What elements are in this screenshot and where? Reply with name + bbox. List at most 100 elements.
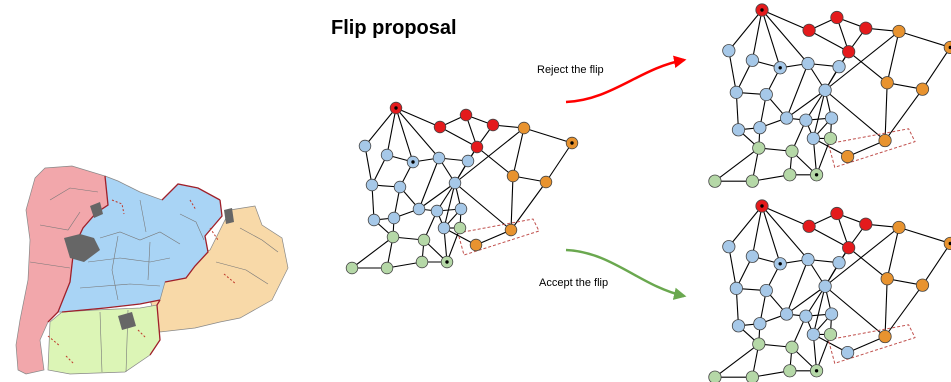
accepted-graph-node-marker xyxy=(814,369,819,373)
rejected-graph-edge xyxy=(751,9,763,61)
center-graph-node xyxy=(517,121,531,135)
district-map xyxy=(15,165,289,375)
accepted-graph-node-marker xyxy=(778,262,782,266)
accepted-graph-node xyxy=(859,217,873,231)
center-graph-edge xyxy=(364,145,373,186)
rejected-graph-node xyxy=(824,111,839,125)
center-graph-node xyxy=(365,178,379,192)
page-title: Flip proposal xyxy=(331,17,457,39)
reject-label: Reject the flip xyxy=(537,64,604,76)
accepted-graph-node xyxy=(824,307,839,321)
center-graph-node xyxy=(461,154,475,168)
accepted-graph-edge xyxy=(824,285,886,337)
accepted-graph-node xyxy=(842,241,856,255)
accepted-graph-node xyxy=(799,309,813,323)
rejected-graph-node xyxy=(729,85,743,99)
accepted-graph-edge xyxy=(824,226,900,287)
center-graph-node xyxy=(415,255,429,269)
center-graph-node xyxy=(358,139,372,153)
rejected-graph-node xyxy=(802,23,816,37)
rejected-graph-edge xyxy=(761,9,810,31)
rejected-graph-edge xyxy=(728,9,763,52)
accepted-graph-edge xyxy=(786,285,826,315)
rejected-graph-node xyxy=(783,168,797,182)
center-graph-node xyxy=(470,140,484,154)
center-graph-node xyxy=(417,233,431,247)
rejected-graph-node xyxy=(823,131,838,145)
accepted-graph-edge xyxy=(761,205,809,260)
rejected-graph-edge xyxy=(898,30,951,48)
center-graph-node xyxy=(486,118,500,132)
accepted-graph-node xyxy=(832,256,846,270)
rejected-graph-edge xyxy=(786,63,809,119)
accepted-graph-node xyxy=(806,327,820,341)
center-graph-node xyxy=(453,221,467,235)
center-graph-node xyxy=(345,261,359,275)
rejected-graph-edge xyxy=(922,47,951,90)
center-graph-edge xyxy=(418,182,456,210)
dual-graph-center xyxy=(345,101,579,275)
map-region-tan xyxy=(149,205,289,333)
center-graph-node xyxy=(386,230,400,244)
accepted-graph-node xyxy=(745,370,759,382)
accepted-graph-edge xyxy=(786,259,809,315)
center-graph-node xyxy=(454,202,468,216)
center-graph-node xyxy=(430,204,444,218)
rejected-graph-edge xyxy=(761,9,809,64)
center-graph-flip-box xyxy=(457,218,540,256)
rejected-graph-node xyxy=(842,45,856,59)
accepted-graph-edge xyxy=(761,205,810,227)
rejected-graph-edge xyxy=(884,88,923,141)
rejected-graph-node xyxy=(943,40,951,55)
accepted-graph-node xyxy=(818,279,832,293)
center-graph-edge xyxy=(364,107,397,147)
accepted-graph-edge xyxy=(884,278,888,337)
rejected-graph-edge xyxy=(824,89,886,141)
accepted-graph-edge xyxy=(847,336,886,354)
accepted-graph-node-marker xyxy=(760,204,764,208)
accepted-graph-node xyxy=(802,219,816,233)
rejected-graph-node xyxy=(722,44,736,58)
accepted-graph-node xyxy=(841,346,855,360)
rejected-graph-node xyxy=(915,82,930,96)
precinct-lines xyxy=(29,187,279,373)
accepted-graph-edge xyxy=(812,286,826,335)
rejected-graph-node xyxy=(759,87,773,102)
accepted-graph-edge xyxy=(898,226,951,244)
accepted-graph-flip-box xyxy=(827,324,916,364)
center-graph-edge xyxy=(510,181,547,231)
rejected-graph-node xyxy=(880,76,894,90)
rejected-graph-node xyxy=(752,141,766,155)
accepted-graph-edge xyxy=(922,243,951,286)
accepted-graph-edge xyxy=(751,205,763,257)
center-graph-node-marker xyxy=(394,106,398,110)
accepted-graph-node xyxy=(759,283,773,298)
rejected-graph-node xyxy=(818,83,832,97)
map-gray-patches xyxy=(64,202,234,330)
accept-arrow xyxy=(565,248,687,300)
center-graph-edge xyxy=(476,146,514,177)
rejected-graph-node-marker xyxy=(760,8,764,12)
center-graph-edge xyxy=(443,182,456,229)
rejected-graph-node xyxy=(878,133,892,148)
center-graph-node xyxy=(448,176,462,190)
center-graph-node xyxy=(539,175,553,189)
rejected-graph-node-marker xyxy=(948,45,951,50)
accepted-graph-edge xyxy=(714,343,760,378)
center-graph-edge xyxy=(395,107,414,163)
rejected-graph-edge xyxy=(786,89,826,119)
center-graph-node xyxy=(387,211,401,225)
rejected-graph-node xyxy=(841,150,855,164)
rejected-graph-node xyxy=(830,10,844,25)
rejected-graph-node xyxy=(731,123,746,137)
center-graph-edge xyxy=(395,107,440,159)
accepted-graph-node xyxy=(745,249,759,263)
accepted-graph-node xyxy=(785,340,799,354)
center-graph-node xyxy=(506,169,520,183)
accepted-graph-node xyxy=(830,206,844,221)
center-graph-edge xyxy=(475,229,512,246)
accepted-graph-edge xyxy=(808,225,849,249)
rejected-graph-node xyxy=(780,111,794,125)
accepted-graph-edge xyxy=(886,227,900,279)
